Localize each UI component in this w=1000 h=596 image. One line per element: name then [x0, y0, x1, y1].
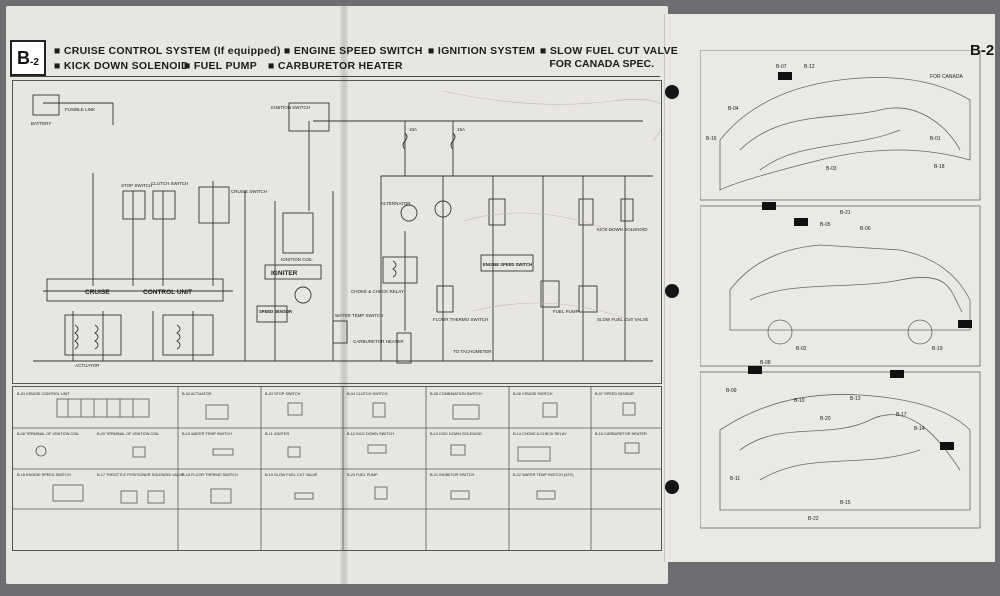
water-temp-label: WATER TEMP SWITCH: [335, 313, 383, 318]
connector-cell-title: B-05 COMBINATION SWITCH: [430, 392, 482, 396]
fuse-a-label: 10A: [409, 127, 417, 132]
location-label: B-15: [840, 500, 851, 506]
connector-cell-title: B-16 ENGINE SPEED SWITCH: [17, 473, 71, 477]
cruise-unit-label: CRUISE: [85, 289, 110, 296]
location-label: B-05: [820, 222, 831, 228]
location-label: B-20: [820, 416, 831, 422]
location-label: B-13: [850, 396, 861, 402]
stop-switch-label: STOP SWITCH: [121, 183, 152, 188]
ignition-coil-label: IGNITION COIL: [281, 257, 313, 262]
speed-sensor-label: SPEED SENSOR: [259, 309, 292, 314]
connector-cell-title: B-20 FUEL PUMP: [347, 473, 378, 477]
page-badge-sub: -2: [30, 56, 39, 68]
wiring-schematic: BATTERY FUSIBLE LINK IGNITION SWITCH IGN…: [12, 80, 662, 384]
connector-cell-title: B-04 CLUTCH SWITCH: [347, 392, 388, 396]
location-label: B-02: [796, 346, 807, 352]
control-unit-label: CONTROL UNIT: [143, 289, 192, 296]
connector-cell-title: B-13 KICK DOWN SOLENOID: [430, 432, 482, 436]
connector-cell-title: B-22 WATER TEMP SWITCH (ATX): [513, 473, 574, 477]
clutch-switch-label: CLUTCH SWITCH: [151, 181, 188, 186]
connector-cell-title: B-12 KICK DOWN SWITCH: [347, 432, 394, 436]
header-title: ■ CRUISE CONTROL SYSTEM (If equipped): [54, 45, 281, 57]
fuel-pump-label: FUEL PUMP: [553, 309, 579, 314]
ignition-switch-label: IGNITION SWITCH: [271, 105, 310, 110]
connector-cell-title: B-09 TERMINAL OF IGNITION COIL: [97, 432, 159, 436]
header-titles: ■ CRUISE CONTROL SYSTEM (If equipped) ■ …: [52, 42, 678, 74]
location-label: B-10: [794, 398, 805, 404]
carburetor-heater-label: CARBURETOR HEATER: [353, 339, 404, 344]
location-label: B-21: [840, 210, 851, 216]
choke-relay-label: CHOKE & CHECK RELAY: [351, 289, 404, 294]
alternator-label: ALTERNATOR: [381, 201, 411, 206]
binder-hole: [665, 480, 679, 494]
connector-cell-title: B-15 CARBURETOR HEATER: [595, 432, 647, 436]
connector-cell-title: B-02 ACTUATOR: [182, 392, 212, 396]
connector-cell-title: B-10 WATER TEMP SWITCH: [182, 432, 232, 436]
slow-fuel-cut-label: SLOW FUEL CUT VALVE: [597, 317, 648, 322]
header-title: ■ SLOW FUEL CUT VALVE: [540, 45, 679, 57]
location-label: B-03: [826, 166, 837, 172]
header-note: FOR CANADA SPEC.: [549, 58, 654, 70]
connector-cell-title: B-18 FLOOR THERMO SWITCH: [182, 473, 238, 477]
kick-down-label: KICK DOWN SOLENOID: [597, 227, 648, 232]
page-badge: B-2: [10, 40, 46, 76]
location-label: B-04: [728, 106, 739, 112]
page-fold: [340, 6, 348, 584]
location-label: B-17: [896, 412, 907, 418]
header-title: ■ ENGINE SPEED SWITCH: [284, 45, 423, 57]
right-page: [664, 14, 995, 562]
header-title: ■ FUEL PUMP: [184, 60, 258, 72]
connector-cell-title: B-03 STOP SWITCH: [265, 392, 301, 396]
fuse-b-label: 15A: [457, 127, 465, 132]
location-label: B-19: [932, 346, 943, 352]
engine-speed-switch-label: ENGINE SPEED SWITCH: [483, 262, 532, 267]
connector-cell-title: B-07 SPEED SENSOR: [595, 392, 634, 396]
right-page-title: B-2: [970, 42, 995, 59]
binder-hole: [665, 284, 679, 298]
connector-cell-title: B-19 SLOW FUEL CUT VALVE: [265, 473, 318, 477]
connector-cell-title: B-06 CRUISE SWITCH: [513, 392, 553, 396]
location-label: B-01: [930, 136, 941, 142]
actuator-label: ACTUATOR: [75, 363, 100, 368]
connector-cell-title: B-14 CHOKE & CHECK RELAY: [513, 432, 567, 436]
igniter-label: IGNITER: [271, 270, 298, 277]
left-page: [6, 6, 668, 584]
location-label: B-11: [730, 476, 740, 482]
location-label: B-16: [706, 136, 717, 142]
connector-table: B-03 CRUISE CONTROL UNIT B-02 ACTUATOR B…: [12, 386, 662, 551]
location-label: B-18: [934, 164, 945, 170]
connector-cell-title: B-03 CRUISE CONTROL UNIT: [17, 392, 70, 396]
tachometer-label: TO TACHOMETER: [453, 349, 492, 354]
location-label: B-06: [860, 226, 871, 232]
connector-cell-title: B-08 TERMINAL OF IGNITION COIL: [17, 432, 79, 436]
floor-thermo-label: FLOOR THERMO SWITCH: [433, 317, 488, 322]
binder-hole: [665, 85, 679, 99]
location-label: B-22: [808, 516, 819, 522]
header-title: ■ KICK DOWN SOLENOID: [54, 60, 189, 72]
cruise-switch-label: CRUISE SWITCH: [231, 189, 267, 194]
header-title: ■ IGNITION SYSTEM: [428, 45, 536, 57]
page-badge-letter: B: [17, 47, 31, 68]
location-label: B-07: [776, 64, 787, 70]
connector-cell-title: B-11 IGNITER: [265, 432, 289, 436]
right-page-note: FOR CANADA: [930, 74, 963, 80]
connector-cell-title: B-21 INHIBITOR SWITCH: [430, 473, 474, 477]
location-label: B-14: [914, 426, 925, 432]
harness-location-diagram: FOR CANADA B-01 B-02 B-03 B-04 B-05 B-06…: [700, 50, 981, 529]
header-title: ■ CARBURETOR HEATER: [268, 60, 403, 72]
battery-label: BATTERY: [31, 121, 51, 126]
page-header: B-2 ■ CRUISE CONTROL SYSTEM (If equipped…: [10, 40, 678, 77]
location-label: B-09: [726, 388, 737, 394]
connector-cell-title: B-17 THROTTLE POSITIONER SOLENOID VALVE: [97, 473, 184, 477]
location-label: B-08: [760, 360, 771, 366]
location-label: B-12: [804, 64, 815, 70]
fusible-link-label: FUSIBLE LINK: [65, 107, 95, 112]
